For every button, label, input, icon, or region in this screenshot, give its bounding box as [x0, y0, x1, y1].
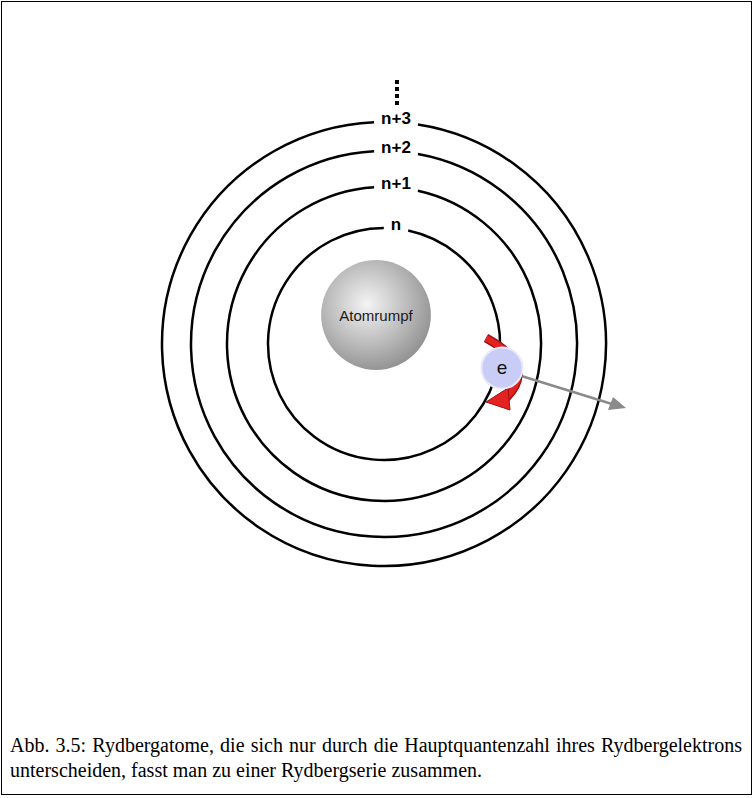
orbit-ring	[227, 187, 541, 501]
orbit-ring	[162, 122, 606, 566]
orbit-ring	[191, 151, 577, 537]
electron: e	[481, 347, 523, 389]
continuation-dots	[395, 80, 399, 105]
atom-core: Atomrumpf	[320, 259, 432, 371]
electron-text: e	[497, 357, 508, 379]
orbit-label: n+3	[381, 110, 411, 127]
orbit-rings	[162, 122, 606, 566]
atom-core-text: Atomrumpf	[339, 307, 412, 324]
orbit-ring	[268, 228, 500, 460]
ionization-arrow	[515, 374, 626, 410]
orbit-label: n+2	[381, 139, 411, 156]
orbit-label: n+1	[381, 175, 411, 192]
figure-caption: Abb. 3.5: Rydbergatome, die sich nur dur…	[10, 733, 742, 783]
orbit-label: n	[391, 216, 401, 233]
